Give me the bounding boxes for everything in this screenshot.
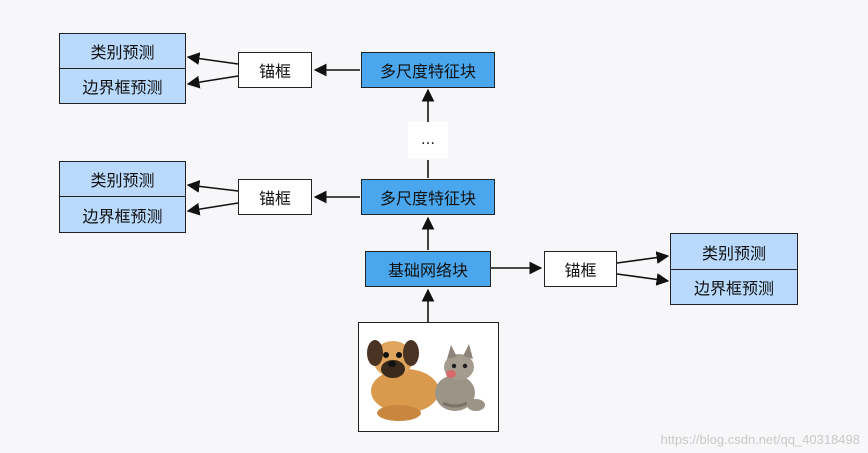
middle-anchor-box: 锚框 xyxy=(238,179,312,215)
puppy-kitten-illustration xyxy=(359,323,497,430)
top-multiscale-block: 多尺度特征块 xyxy=(361,52,495,88)
arrow-middle-anchor-to-class xyxy=(186,180,239,193)
arrow-base-anchor-to-bbox xyxy=(616,273,670,286)
arrow-top-anchor-to-class xyxy=(186,52,239,65)
top-class-prediction: 类别预测 xyxy=(59,33,186,69)
top-anchor-box: 锚框 xyxy=(238,52,312,88)
base-bbox-prediction: 边界框预测 xyxy=(670,269,798,305)
middle-bbox-prediction: 边界框预测 xyxy=(59,196,186,233)
base-anchor-box: 锚框 xyxy=(544,251,617,287)
ellipsis: … xyxy=(408,122,448,158)
middle-multiscale-block: 多尺度特征块 xyxy=(361,179,495,215)
base-class-prediction: 类别预测 xyxy=(670,233,798,270)
arrow-base-anchor-to-class xyxy=(616,251,670,264)
watermark: https://blog.csdn.net/qq_40318498 xyxy=(660,432,861,447)
input-image xyxy=(358,322,499,432)
base-network-block: 基础网络块 xyxy=(365,251,491,287)
arrow-top-anchor-to-bbox xyxy=(186,75,239,89)
arrow-middle-anchor-to-bbox xyxy=(186,202,239,216)
middle-class-prediction: 类别预测 xyxy=(59,161,186,197)
top-bbox-prediction: 边界框预测 xyxy=(59,68,186,104)
